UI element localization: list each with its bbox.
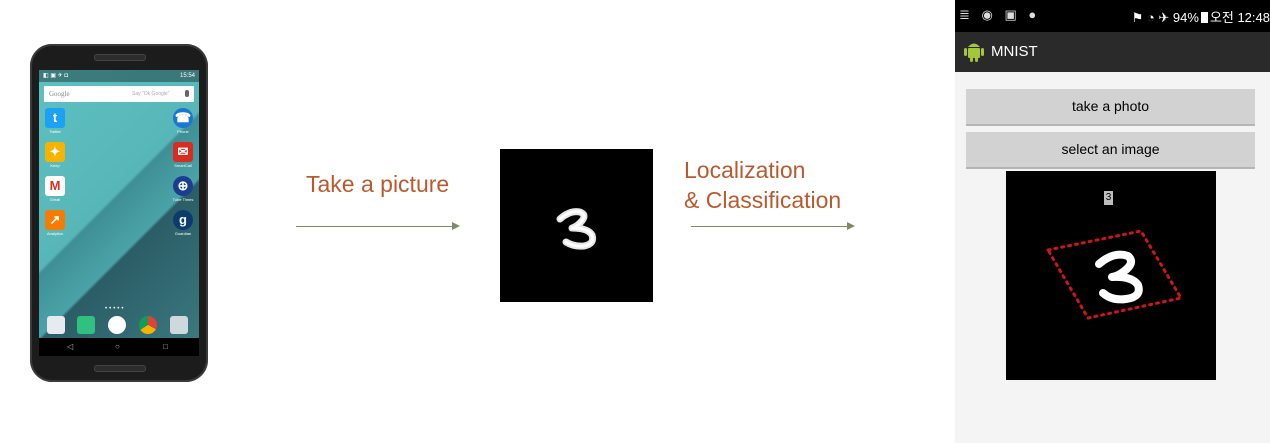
captured-digit-image bbox=[500, 149, 653, 302]
app-action-bar: MNIST bbox=[955, 32, 1270, 72]
detected-digit bbox=[1095, 250, 1143, 304]
step-label-localization: Localization & Classification bbox=[684, 155, 841, 215]
app-gmail[interactable]: M Gmail bbox=[43, 176, 67, 202]
calendar-icon[interactable] bbox=[47, 316, 65, 334]
google-search-bar[interactable]: Google Say "Ok Google" bbox=[44, 86, 194, 102]
app-drawer-icon[interactable] bbox=[108, 316, 126, 334]
step-label-take-picture: Take a picture bbox=[306, 171, 450, 197]
take-photo-button[interactable]: take a photo bbox=[966, 89, 1255, 126]
result-image: 3 bbox=[1006, 171, 1216, 380]
phone-top-speaker bbox=[94, 54, 146, 61]
battery-icon bbox=[1200, 12, 1208, 23]
app-label: Twitter bbox=[49, 129, 61, 134]
arrow-to-app bbox=[691, 222, 855, 230]
search-hint: Say "Ok Google" bbox=[132, 91, 170, 97]
mic-icon[interactable] bbox=[185, 90, 189, 97]
messenger-icon[interactable] bbox=[77, 316, 95, 334]
signal-icons: ⚑ ◔ ✈ bbox=[1131, 10, 1173, 25]
twitter-icon: t bbox=[45, 108, 65, 128]
app-keep[interactable]: ✦ Keep bbox=[43, 142, 67, 168]
back-icon[interactable]: ◁ bbox=[67, 342, 74, 351]
camera-icon[interactable] bbox=[170, 316, 188, 334]
app-label: SmartCall bbox=[174, 163, 192, 168]
gmail-icon: M bbox=[45, 176, 65, 196]
status-time: 오전 12:48 bbox=[1209, 10, 1270, 25]
mnist-app-screen: ≣ ◉ ▣ ● ⚑ ◔ ✈ 94% 오전 12:48 MNIST take a p… bbox=[955, 0, 1270, 443]
smartcall-icon: ✉ bbox=[173, 142, 193, 162]
app-label: Guardian bbox=[174, 231, 192, 236]
app-smartcall[interactable]: ✉ SmartCall bbox=[171, 142, 195, 168]
google-logo: Google bbox=[49, 90, 70, 98]
android-logo-icon bbox=[964, 43, 984, 62]
chrome-icon[interactable] bbox=[139, 316, 157, 334]
phone-status-bar: ◧ ▣ ✈ ◘ 15:54 bbox=[39, 70, 199, 82]
bounding-box bbox=[1045, 229, 1184, 320]
select-image-button[interactable]: select an image bbox=[966, 132, 1255, 169]
home-icon[interactable]: ○ bbox=[115, 342, 120, 351]
app-title: MNIST bbox=[991, 43, 1038, 60]
analytics-icon: ↗ bbox=[45, 210, 65, 230]
recents-icon[interactable]: □ bbox=[163, 342, 168, 351]
app-phone[interactable]: ☎ Phone bbox=[171, 108, 195, 134]
app-label: Tube Times bbox=[172, 197, 194, 202]
app-label: Analytics bbox=[46, 231, 63, 236]
status-notification-icons: ≣ ◉ ▣ ● bbox=[959, 7, 1041, 22]
phone-home-screen: ◧ ▣ ✈ ◘ 15:54 Google Say "Ok Google" t T… bbox=[39, 70, 199, 356]
app-label: Phone bbox=[177, 129, 189, 134]
status-right-group: ⚑ ◔ ✈ 94% 오전 12:48 bbox=[1132, 7, 1270, 26]
arrow-to-digit bbox=[296, 222, 460, 230]
app-tube-times[interactable]: ⊕ Tube Times bbox=[171, 176, 195, 202]
step-label-line2: & Classification bbox=[684, 187, 842, 213]
guardian-icon: g bbox=[173, 210, 193, 230]
tube-times-icon: ⊕ bbox=[173, 176, 193, 196]
phone-status-time: 15:54 bbox=[179, 73, 195, 79]
digit-three-glyph bbox=[556, 208, 597, 250]
battery-percent: 94% bbox=[1172, 10, 1199, 25]
app-label: Gmail bbox=[49, 197, 61, 202]
localization-overlay bbox=[1045, 229, 1184, 320]
phone-nav-bar: ◁ ○ □ bbox=[39, 338, 199, 356]
predicted-label-badge: 3 bbox=[1104, 191, 1113, 205]
step-label-line1: Localization bbox=[684, 157, 806, 183]
app-twitter[interactable]: t Twitter bbox=[43, 108, 67, 134]
notification-icons: ◧ ▣ ✈ ◘ bbox=[43, 73, 68, 79]
page-indicator-dots: ••••• bbox=[105, 306, 126, 312]
app-analytics[interactable]: ↗ Analytics bbox=[43, 210, 67, 236]
app-status-bar: ≣ ◉ ▣ ● ⚑ ◔ ✈ 94% 오전 12:48 bbox=[955, 0, 1270, 32]
smartphone: ◧ ▣ ✈ ◘ 15:54 Google Say "Ok Google" t T… bbox=[30, 44, 208, 382]
phone-bottom-speaker bbox=[94, 365, 146, 372]
app-label: Keep bbox=[50, 163, 60, 168]
phone-icon: ☎ bbox=[173, 108, 193, 128]
app-guardian[interactable]: g Guardian bbox=[171, 210, 195, 236]
app-dock bbox=[47, 316, 193, 338]
lightbulb-icon: ✦ bbox=[45, 142, 65, 162]
